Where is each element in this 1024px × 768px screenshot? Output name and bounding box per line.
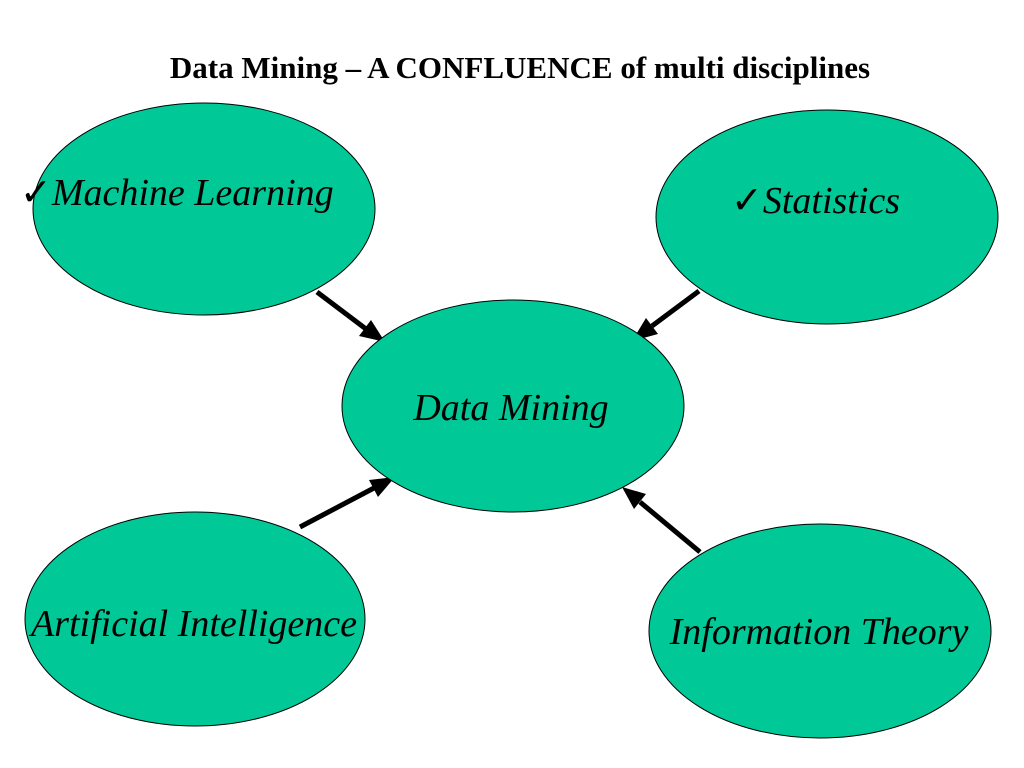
node-ellipse	[32, 102, 376, 316]
node-data-mining: Data Mining	[341, 299, 685, 513]
arrow-machine-learning-to-data-mining	[315, 290, 385, 342]
node-ellipse	[341, 299, 685, 513]
arrow-statistics-to-data-mining	[632, 288, 701, 341]
node-machine-learning: ✓Machine Learning	[20, 102, 376, 316]
node-ellipse	[655, 109, 999, 325]
node-label: Data Mining	[412, 387, 608, 429]
node-ellipse	[24, 511, 366, 727]
node-label: Artificial Intelligence	[28, 603, 357, 645]
check-icon: ✓	[731, 180, 763, 222]
node-ellipse	[648, 523, 992, 739]
check-icon: ✓	[20, 172, 52, 214]
node-information-theory: Information Theory	[648, 523, 992, 739]
node-label: ✓Statistics	[731, 180, 900, 222]
node-label: ✓Machine Learning	[20, 172, 334, 214]
node-statistics: ✓Statistics	[655, 109, 999, 325]
node-artificial-intelligence: Artificial Intelligence	[24, 511, 366, 727]
arrow-artificial-intelligence-to-data-mining	[298, 477, 395, 530]
slide-title: Data Mining – A CONFLUENCE of multi disc…	[169, 50, 871, 85]
node-label: Information Theory	[669, 611, 969, 653]
arrow-information-theory-to-data-mining	[622, 487, 702, 554]
